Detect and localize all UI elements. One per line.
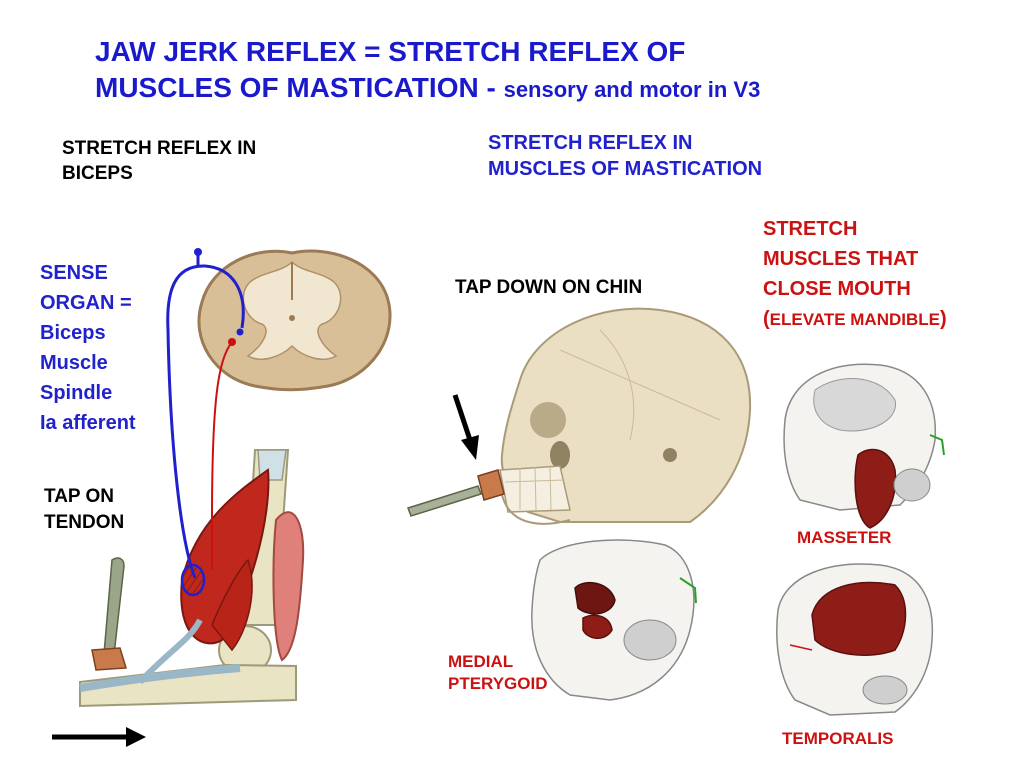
stretch-line: STRETCH xyxy=(763,218,858,240)
arm-with-biceps-icon xyxy=(79,449,305,708)
medial-pterygoid-muscle-icon xyxy=(531,539,697,701)
reflex-hammer-icon xyxy=(91,557,127,671)
stretch-muscles-label: STRETCH MUSCLES THAT CLOSE MOUTH (ELEVAT… xyxy=(763,214,947,334)
tap-chin-label: TAP DOWN ON CHIN xyxy=(455,277,643,298)
sense-organ-label: SENSE ORGAN = Biceps Muscle Spindle Ia a… xyxy=(40,258,136,438)
medial-pterygoid-line-1: MEDIAL xyxy=(448,652,514,671)
mastication-heading-line-2: MUSCLES OF MASTICATION xyxy=(488,158,763,180)
page-title: JAW JERK REFLEX = STRETCH REFLEX OF MUSC… xyxy=(95,34,760,105)
spinal-cord-section-icon xyxy=(197,249,392,392)
arrow-down-icon xyxy=(452,394,479,460)
mastication-heading: STRETCH REFLEX IN MUSCLES OF MASTICATION xyxy=(488,130,762,182)
title-line-2-small: sensory and motor in V3 xyxy=(503,76,761,102)
tap-tendon-label: TAP ON TENDON xyxy=(44,484,124,535)
paren-close: ) xyxy=(940,308,947,330)
temporalis-muscle-icon xyxy=(776,563,934,716)
tap-tendon-line-1: TAP ON xyxy=(44,486,115,507)
elevate-mandible-line: (ELEVATE MANDIBLE) xyxy=(763,304,947,334)
masseter-label: MASSETER xyxy=(797,528,892,547)
masseter-muscle-icon xyxy=(783,363,945,529)
medial-pterygoid-line-2: PTERYGOID xyxy=(448,674,548,694)
stretch-line: CLOSE MOUTH xyxy=(763,278,911,300)
reflex-arc-pathways xyxy=(166,248,245,579)
mastication-heading-line-1: STRETCH REFLEX IN xyxy=(488,132,693,154)
stretch-line: MUSCLES THAT xyxy=(763,248,919,270)
title-line-1: JAW JERK REFLEX = STRETCH REFLEX OF xyxy=(95,36,686,67)
medial-pterygoid-label: MEDIAL PTERYGOID xyxy=(448,651,548,695)
skull-profile-icon xyxy=(499,307,752,525)
sense-organ-line: Biceps xyxy=(40,322,106,344)
chin-reflex-hammer-icon xyxy=(407,469,505,517)
sense-organ-line: ORGAN = xyxy=(40,292,132,314)
tap-tendon-line-2: TENDON xyxy=(44,511,125,533)
sense-organ-line: Spindle xyxy=(40,382,113,404)
title-line-2: MUSCLES OF MASTICATION - sensory and mot… xyxy=(95,70,760,106)
biceps-heading: STRETCH REFLEX IN BICEPS xyxy=(62,137,256,186)
sense-organ-line: SENSE xyxy=(40,262,108,284)
paren-open: ( xyxy=(763,308,770,330)
temporalis-label: TEMPORALIS xyxy=(782,729,894,748)
arrow-right-icon xyxy=(52,727,146,747)
sense-organ-line: Ia afferent xyxy=(40,412,136,434)
biceps-heading-line-1: STRETCH REFLEX IN xyxy=(62,138,257,159)
title-line-2-main: MUSCLES OF MASTICATION - xyxy=(95,71,504,103)
biceps-heading-line-2: BICEPS xyxy=(62,162,133,184)
elevate-mandible-text: ELEVATE MANDIBLE xyxy=(769,310,940,329)
sense-organ-line: Muscle xyxy=(40,352,108,374)
